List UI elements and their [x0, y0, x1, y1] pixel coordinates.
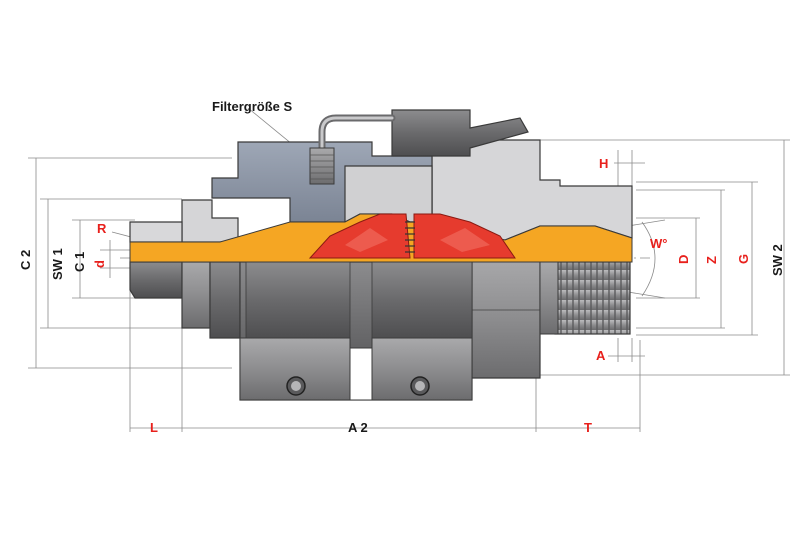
filter-screw: [309, 147, 335, 185]
coupling-body: [129, 109, 633, 401]
label-A: A: [596, 348, 606, 363]
right-hex-nut: [469, 257, 541, 379]
label-SW2: SW 2: [770, 244, 785, 276]
label-W: W°: [650, 236, 667, 251]
label-D: D: [676, 255, 691, 264]
valve-spring: [405, 221, 415, 253]
dimension-labels: Filtergröße S H R C 2 SW 1 C 1 d W° D Z …: [18, 99, 785, 435]
left-nipple-lower: [129, 261, 183, 299]
label-R: R: [97, 221, 107, 236]
label-d: d: [92, 260, 107, 268]
label-SW1: SW 1: [50, 248, 65, 280]
left-sleeve: [181, 199, 239, 243]
label-filter: Filtergröße S: [212, 99, 293, 114]
locking-handle: [391, 109, 529, 157]
label-T: T: [584, 420, 592, 435]
label-G: G: [736, 254, 751, 264]
label-H: H: [599, 156, 608, 171]
label-L: L: [150, 420, 158, 435]
left-hex-nut: [181, 261, 211, 329]
label-Z: Z: [704, 256, 719, 264]
valve-cones: [308, 213, 516, 259]
left-nipple: [129, 221, 183, 243]
label-A2: A 2: [348, 420, 368, 435]
label-C1: C 1: [72, 252, 87, 272]
threaded-end: [554, 261, 631, 335]
label-C2: C 2: [18, 250, 33, 270]
